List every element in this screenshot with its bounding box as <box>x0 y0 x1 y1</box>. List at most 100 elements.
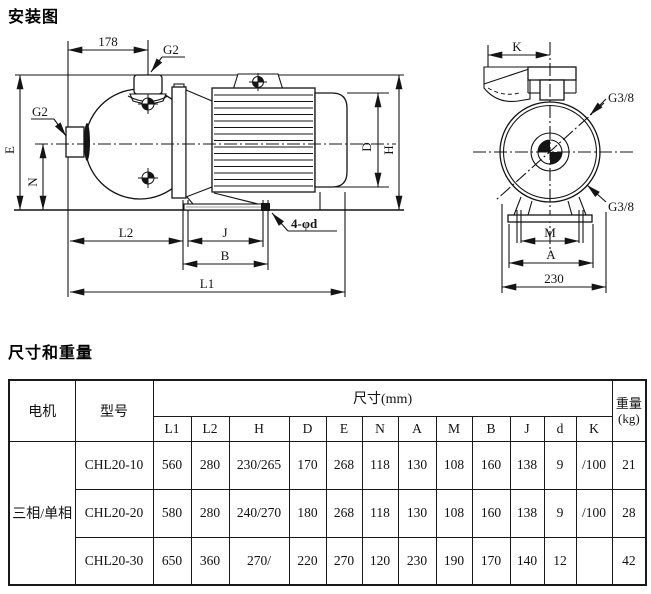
value-cell: 138 <box>509 440 545 490</box>
dim-label-d: D <box>359 142 374 151</box>
front-view-labels: K G3/8 G3/8 M A 230 <box>512 39 634 286</box>
weight-cell: 21 <box>611 440 647 490</box>
value-cell: 560 <box>152 440 192 490</box>
value-cell: 240/270 <box>228 488 290 538</box>
value-cell: 138 <box>509 488 545 538</box>
dimensions-weight-title: 尺寸和重量 <box>8 345 94 362</box>
header-weight-top: 重量 <box>615 395 642 411</box>
front-view-dimension-lines <box>488 51 606 291</box>
value-cell: 280 <box>190 440 230 490</box>
dim-label-230: 230 <box>544 271 564 286</box>
dim-label-h: H <box>381 145 396 154</box>
header-weight-bottom: (kg) <box>618 410 640 426</box>
motor <box>211 73 348 193</box>
col-header-n: N <box>361 415 399 442</box>
front-view-leaders <box>586 98 607 203</box>
side-view-dimension-lines <box>16 46 403 296</box>
value-cell: 270/ <box>228 536 290 586</box>
port-label-g38-bottom: G3/8 <box>608 199 634 214</box>
side-view-leaders <box>31 56 337 232</box>
value-cell: /100 <box>575 440 613 490</box>
dim-label-k: K <box>512 39 522 54</box>
discharge-spout <box>483 66 577 103</box>
dim-label-l2: L2 <box>119 225 133 240</box>
value-cell <box>575 536 613 586</box>
pump-bracket <box>171 83 213 199</box>
header-size-mm: 尺寸(mm) <box>152 379 613 417</box>
dim-label-178: 178 <box>98 34 118 49</box>
weight-cell: 28 <box>611 488 647 538</box>
value-cell: 170 <box>288 440 327 490</box>
value-cell: 118 <box>361 488 399 538</box>
col-header-h: H <box>228 415 290 442</box>
motor-fins <box>214 94 313 187</box>
value-cell: 270 <box>325 536 363 586</box>
value-cell: 12 <box>543 536 577 586</box>
model-cell: CHL20-20 <box>74 488 154 538</box>
col-header-d: D <box>288 415 327 442</box>
value-cell: 118 <box>361 440 399 490</box>
value-cell: 120 <box>361 536 399 586</box>
col-header-m: M <box>435 415 473 442</box>
value-cell: 650 <box>152 536 192 586</box>
dim-label-l1: L1 <box>200 276 214 291</box>
header-motor: 电机 <box>8 379 76 442</box>
dim-label-b: B <box>221 248 230 263</box>
value-cell: 9 <box>543 488 577 538</box>
dim-label-n: N <box>25 177 40 187</box>
pump-side-view <box>14 40 404 297</box>
dimensions-table: 电机 型号 尺寸(mm) 重量 (kg) L1 L2 H D E N A M B… <box>8 379 648 586</box>
value-cell: 360 <box>190 536 230 586</box>
col-header-j: J <box>509 415 545 442</box>
value-cell: 140 <box>509 536 545 586</box>
weight-cell: 42 <box>611 536 647 586</box>
dim-label-e: E <box>2 146 17 154</box>
port-label-g2-left: G2 <box>32 104 48 119</box>
dim-label-a: A <box>546 247 556 262</box>
port-label-g38-top: G3/8 <box>608 90 634 105</box>
table-row: CHL20-20 580 280 240/270 180 268 118 130… <box>9 488 647 538</box>
value-cell: 9 <box>543 440 577 490</box>
value-cell: 160 <box>471 440 511 490</box>
value-cell: 580 <box>152 488 192 538</box>
bolt-holes-label: 4-φd <box>291 216 318 231</box>
value-cell: 130 <box>397 440 437 490</box>
value-cell: 180 <box>288 488 327 538</box>
header-model: 型号 <box>74 379 154 442</box>
col-header-e: E <box>325 415 363 442</box>
installation-diagram-title: 安装图 <box>8 9 60 26</box>
value-cell: 160 <box>471 488 511 538</box>
port-label-g2-top: G2 <box>163 42 179 57</box>
value-cell: 190 <box>435 536 473 586</box>
table-row: CHL20-30 650 360 270/ 220 270 120 230 19… <box>9 536 647 586</box>
value-cell: /100 <box>575 488 613 538</box>
motor-group-cell: 三相/单相 <box>8 440 76 586</box>
value-cell: 170 <box>471 536 511 586</box>
value-cell: 220 <box>288 536 327 586</box>
value-cell: 108 <box>435 440 473 490</box>
col-header-d-small: d <box>543 415 577 442</box>
header-weight: 重量 (kg) <box>611 379 647 442</box>
value-cell: 230/265 <box>228 440 290 490</box>
col-header-b: B <box>471 415 511 442</box>
col-header-k: K <box>575 415 613 442</box>
value-cell: 108 <box>435 488 473 538</box>
target-mark-icon <box>138 73 267 188</box>
table-row: 三相/单相 CHL20-10 560 280 230/265 170 268 1… <box>8 440 647 586</box>
mount-foot <box>183 192 270 211</box>
col-header-l2: L2 <box>190 415 230 442</box>
col-header-a: A <box>397 415 437 442</box>
pump-front-view <box>473 42 633 293</box>
installation-diagram: 178 G2 G2 E N D H L2 J B L1 4-φd <box>2 34 634 297</box>
model-cell: CHL20-30 <box>74 536 154 586</box>
col-header-l1: L1 <box>152 415 192 442</box>
dim-label-j: J <box>222 225 227 240</box>
side-view-labels: 178 G2 G2 E N D H L2 J B L1 4-φd <box>2 34 396 291</box>
dim-label-m: M <box>544 225 556 240</box>
value-cell: 268 <box>325 440 363 490</box>
value-cell: 268 <box>325 488 363 538</box>
model-cell: CHL20-10 <box>74 440 154 490</box>
value-cell: 130 <box>397 488 437 538</box>
value-cell: 280 <box>190 488 230 538</box>
